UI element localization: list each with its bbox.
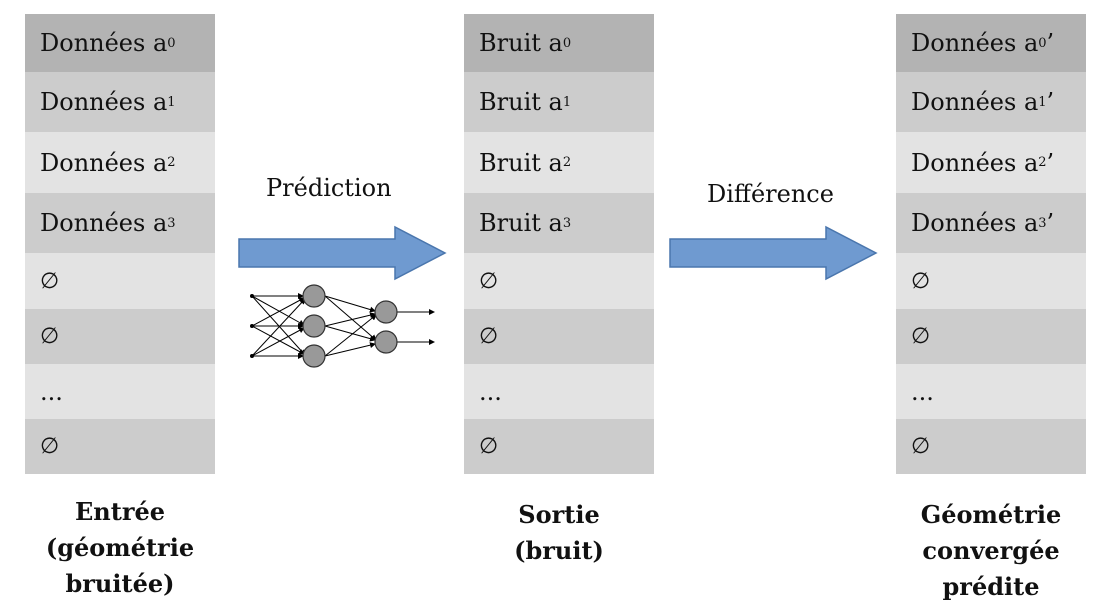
cell-text: ∅ <box>479 268 499 294</box>
cell-text: ∅ <box>479 434 499 459</box>
cell-subscript: 1 <box>1038 94 1047 110</box>
table-cell: ∅ <box>896 253 1086 309</box>
cell-text: ∅ <box>40 434 60 459</box>
cell-text: Données a <box>40 209 168 237</box>
cell-text: ∅ <box>911 434 931 459</box>
difference-arrow-icon <box>669 225 878 281</box>
cell-subscript: 0 <box>562 35 572 51</box>
caption-line: Géométrie <box>920 500 1062 529</box>
cell-text: Données a <box>911 209 1039 237</box>
cell-text: Bruit a <box>479 88 563 116</box>
cell-prime: ’ <box>1046 209 1055 237</box>
table-cell: ∅ <box>25 253 215 309</box>
cell-subscript: 2 <box>1038 155 1047 170</box>
table-cell: ... <box>25 364 215 419</box>
cell-text: ... <box>40 377 63 406</box>
difference-label: Différence <box>707 180 834 208</box>
cell-subscript: 3 <box>167 215 176 231</box>
cell-subscript: 1 <box>562 94 572 110</box>
prediction-label: Prédiction <box>266 174 392 202</box>
cell-text: ∅ <box>911 268 931 294</box>
cell-subscript: 0 <box>167 35 176 51</box>
cell-subscript: 2 <box>167 155 176 170</box>
table-cell: ∅ <box>464 253 654 309</box>
table-cell: ... <box>896 364 1086 419</box>
cell-text: ... <box>911 377 934 406</box>
cell-prime: ’ <box>1046 148 1055 177</box>
cell-prime: ’ <box>1046 88 1055 116</box>
cell-prime: ’ <box>1046 29 1055 57</box>
cell-text: ... <box>479 377 502 406</box>
input-caption: Entrée (géométrie bruitée) <box>25 494 215 602</box>
cell-text: Données a <box>40 29 168 57</box>
cell-subscript: 3 <box>1038 215 1047 231</box>
table-cell: ∅ <box>896 419 1086 474</box>
cell-text: Bruit a <box>479 29 563 57</box>
cell-text: ∅ <box>479 324 499 349</box>
cell-text: Données a <box>40 88 168 116</box>
table-cell: ∅ <box>25 309 215 364</box>
caption-line: Sortie <box>518 500 600 529</box>
output-caption: Sortie (bruit) <box>464 497 654 569</box>
cell-subscript: 3 <box>562 215 572 231</box>
cell-text: Données a <box>40 148 168 177</box>
caption-line: Entrée <box>74 497 165 526</box>
cell-text: Données a <box>911 148 1039 177</box>
cell-subscript: 2 <box>562 155 572 170</box>
caption-line: convergée <box>922 536 1060 565</box>
table-cell: ∅ <box>464 309 654 364</box>
table-cell: ∅ <box>25 419 215 474</box>
neural-network-icon <box>250 284 435 368</box>
cell-text: Bruit a <box>479 148 563 177</box>
caption-line: (géométrie <box>45 533 195 562</box>
table-cell: ... <box>464 364 654 419</box>
caption-line: prédite <box>942 572 1040 601</box>
cell-text: Données a <box>911 88 1039 116</box>
table-cell: ∅ <box>464 419 654 474</box>
cell-text: Bruit a <box>479 209 563 237</box>
cell-text: ∅ <box>40 324 60 349</box>
prediction-arrow-icon <box>238 225 447 281</box>
cell-subscript: 1 <box>167 94 176 110</box>
cell-text: ∅ <box>911 324 931 349</box>
caption-line: bruitée) <box>65 569 175 598</box>
cell-text: Données a <box>911 29 1039 57</box>
predicted-caption: Géométrie convergée prédite <box>871 497 1111 605</box>
table-cell: ∅ <box>896 309 1086 364</box>
cell-text: ∅ <box>40 268 60 294</box>
caption-line: (bruit) <box>514 536 604 565</box>
cell-subscript: 0 <box>1038 35 1047 51</box>
